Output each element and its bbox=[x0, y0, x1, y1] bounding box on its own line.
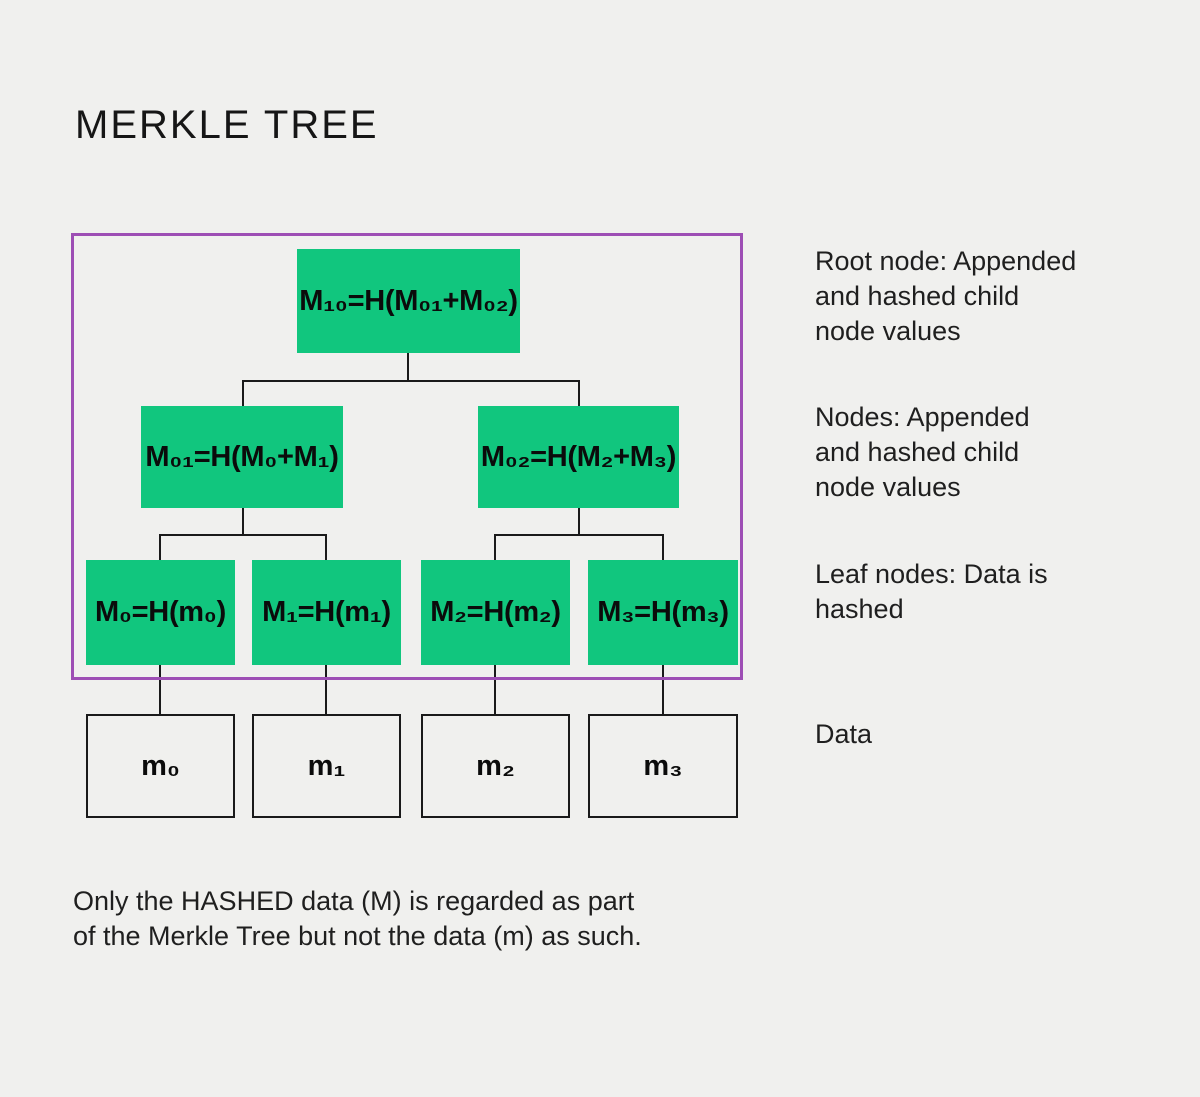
tree-leaf-1: M₁=H(m₁) bbox=[252, 560, 401, 665]
connector-leaf2-data bbox=[494, 664, 496, 715]
data-block-0: m₀ bbox=[86, 714, 235, 818]
annotation-nodes: Nodes: Appended and hashed child node va… bbox=[815, 402, 1030, 502]
tree-node-01-label: M₀₁=H(M₀+M₁) bbox=[145, 440, 339, 473]
tree-leaf-0: M₀=H(m₀) bbox=[86, 560, 235, 665]
tree-node-root-label: M₁₀=H(M₀₁+M₀₂) bbox=[299, 284, 518, 317]
connector-drop-node01 bbox=[242, 380, 244, 407]
caption: Only the HASHED data (M) is regarded as … bbox=[73, 886, 642, 951]
connector-root-rail bbox=[242, 380, 580, 382]
connector-drop-leaf1 bbox=[325, 534, 327, 561]
connector-root-stem bbox=[407, 352, 409, 382]
data-block-3: m₃ bbox=[588, 714, 738, 818]
connector-drop-leaf3 bbox=[662, 534, 664, 561]
data-block-0-label: m₀ bbox=[141, 749, 180, 782]
connector-node02-stem bbox=[578, 507, 580, 536]
annotation-leaf-nodes: Leaf nodes: Data is hashed bbox=[815, 559, 1048, 624]
tree-leaf-2: M₂=H(m₂) bbox=[421, 560, 570, 665]
data-block-2: m₂ bbox=[421, 714, 570, 818]
tree-leaf-1-label: M₁=H(m₁) bbox=[262, 596, 391, 628]
page-title: MERKLE TREE bbox=[75, 103, 379, 147]
tree-leaf-3-label: M₃=H(m₃) bbox=[597, 596, 729, 628]
tree-leaf-3: M₃=H(m₃) bbox=[588, 560, 738, 665]
tree-node-root: M₁₀=H(M₀₁+M₀₂) bbox=[297, 249, 520, 353]
connector-leaf3-data bbox=[662, 664, 664, 715]
connector-drop-leaf0 bbox=[159, 534, 161, 561]
tree-node-02: M₀₂=H(M₂+M₃) bbox=[478, 406, 679, 508]
connector-drop-leaf2 bbox=[494, 534, 496, 561]
hashed-region-frame bbox=[71, 233, 743, 680]
connector-leaf0-data bbox=[159, 664, 161, 715]
annotation-data: Data bbox=[815, 719, 873, 749]
annotation-root-node: Root node: Appended and hashed child nod… bbox=[815, 246, 1077, 346]
tree-leaf-0-label: M₀=H(m₀) bbox=[95, 596, 226, 628]
data-block-3-label: m₃ bbox=[643, 749, 683, 782]
connector-leaf1-data bbox=[325, 664, 327, 715]
tree-leaf-2-label: M₂=H(m₂) bbox=[430, 596, 561, 628]
connector-drop-node02 bbox=[578, 380, 580, 407]
data-block-2-label: m₂ bbox=[476, 749, 515, 782]
connector-node01-stem bbox=[242, 507, 244, 536]
data-block-1-label: m₁ bbox=[307, 749, 346, 782]
tree-node-01: M₀₁=H(M₀+M₁) bbox=[141, 406, 343, 508]
connector-node02-rail bbox=[494, 534, 664, 536]
data-block-1: m₁ bbox=[252, 714, 401, 818]
tree-node-02-label: M₀₂=H(M₂+M₃) bbox=[480, 440, 677, 473]
connector-node01-rail bbox=[159, 534, 327, 536]
